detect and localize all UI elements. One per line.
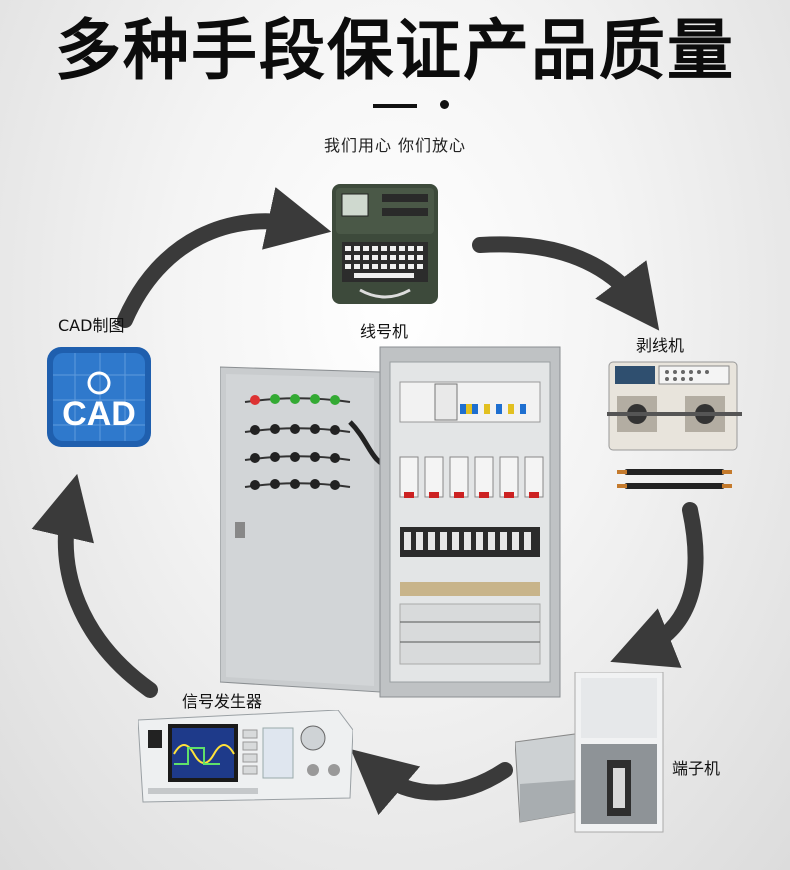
arrow-cad-to-printer bbox=[117, 187, 332, 328]
arrow-printer-to-stripper bbox=[472, 236, 660, 331]
control-cabinet-image bbox=[219, 342, 565, 702]
cad-logo-text: CAD bbox=[62, 395, 136, 433]
page-subtitle: 我们用心 你们放心 bbox=[323, 136, 467, 155]
arrow-stripper-to-terminal bbox=[610, 502, 704, 668]
cad-logo: CAD bbox=[45, 345, 153, 449]
terminal-machine-label: 端子机 bbox=[672, 759, 721, 778]
arrow-generator-to-cad bbox=[31, 473, 158, 698]
cad-label: CAD制图 bbox=[58, 316, 125, 335]
wire-stripper-label: 剥线机 bbox=[636, 336, 685, 355]
title-dot bbox=[440, 100, 449, 109]
terminal-machine-image bbox=[514, 671, 665, 837]
title-divider bbox=[373, 104, 417, 108]
label-printer-image bbox=[330, 180, 440, 310]
wire-stripper-image bbox=[607, 360, 742, 500]
page-title: 多种手段保证产品质量 bbox=[55, 12, 735, 89]
signal-generator-label: 信号发生器 bbox=[182, 692, 263, 711]
arrow-terminal-to-generator bbox=[350, 749, 513, 816]
signal-generator-image bbox=[137, 709, 354, 805]
label-printer-label: 线号机 bbox=[360, 322, 409, 341]
